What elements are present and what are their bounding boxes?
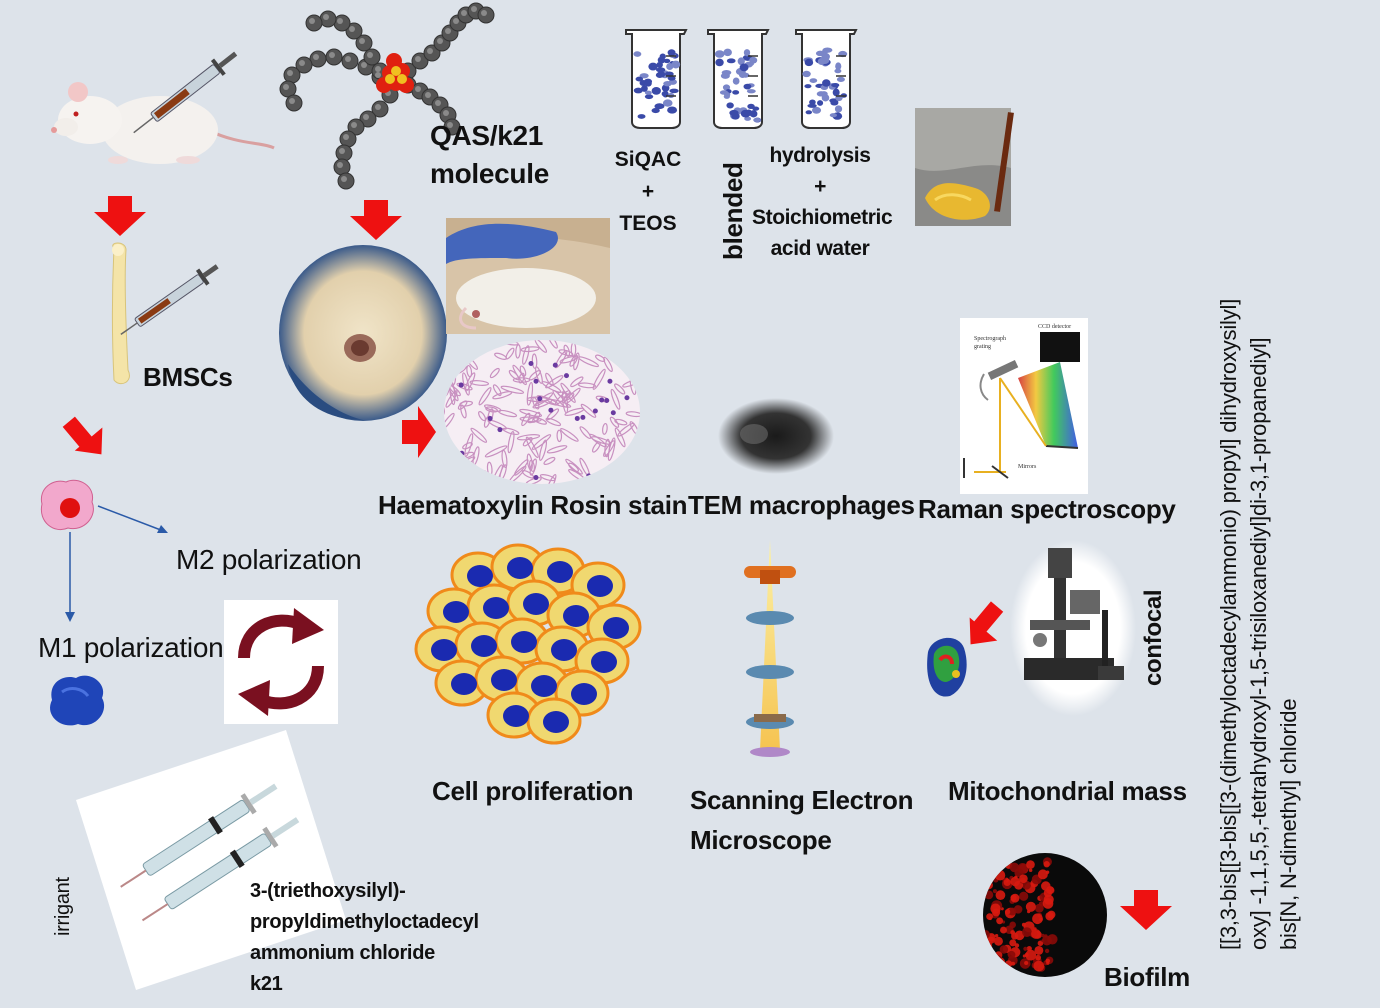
blue-arrow-m2 — [97, 505, 168, 533]
beaker-1-line-2: + — [641, 180, 655, 203]
raman-mirrors-label: Mirrors — [1018, 464, 1037, 470]
chem-line-3: bis[N, N-dimethyl] chloride — [1276, 698, 1301, 950]
mouse-illustration — [51, 51, 275, 164]
beaker-3 — [795, 29, 858, 129]
mitochondria-3d — [927, 637, 967, 697]
biofilm-label: Biofilm — [1104, 962, 1191, 992]
irrigant-label: irrigant — [52, 877, 74, 936]
tem-image — [718, 398, 834, 474]
down-arrow — [350, 200, 402, 240]
k21-line-3: ammonium chloride — [250, 942, 435, 964]
beaker-1-line-1: SiQAC — [614, 148, 682, 171]
diagonal-arrow — [62, 416, 103, 455]
sem-column-diagram — [744, 540, 796, 757]
cell-proliferation-image — [414, 543, 642, 745]
down-arrow — [94, 196, 146, 236]
sem-line-1: Scanning Electron — [690, 785, 914, 815]
bmsc-label: BMSCs — [143, 362, 233, 392]
m1-label: M1 polarization — [38, 632, 224, 663]
macrophage-cell — [40, 479, 94, 530]
raman-grating-label-2: grating — [974, 344, 991, 350]
raman-diagram: Spectrograph grating CCD detector Mirror… — [960, 318, 1088, 494]
rat-glove-photo — [446, 218, 610, 334]
blue-arrow-m1 — [65, 532, 75, 622]
bone-syringe — [112, 242, 219, 385]
k21-line-2: propyldimethyloctadecyl — [250, 911, 479, 933]
confocal-microscope — [1010, 540, 1136, 716]
cycle-icon — [224, 600, 338, 724]
k21-line-4: k21 — [250, 973, 283, 995]
down-arrow — [1120, 890, 1172, 930]
chem-line-2: oxy] -1,1,5,5,-tetrahydroxyl-1,5-trisilo… — [1246, 337, 1271, 950]
mito-label: Mitochondrial mass — [948, 776, 1187, 806]
right-arrow — [402, 406, 436, 458]
irrigant-syringes — [76, 730, 346, 990]
k21-line-1: 3-(triethoxysilyl)- — [250, 880, 406, 902]
beaker-3-line-2: + — [814, 175, 826, 198]
qas-molecule — [279, 2, 495, 190]
m1-cell — [50, 675, 105, 726]
molecule-line-2: molecule — [430, 158, 549, 189]
beaker-3-line-4: acid water — [770, 237, 870, 260]
beaker-3-line-3: Stoichiometric — [752, 206, 893, 229]
sem-line-2: Microscope — [690, 825, 832, 855]
m2-label: M2 polarization — [176, 544, 362, 575]
raman-label: Raman spectroscopy — [918, 494, 1176, 524]
molecule-line-1: QAS/k21 — [430, 120, 544, 151]
raman-grating-label-1: Spectrograph — [974, 336, 1006, 342]
confocal-label: confocal — [1140, 589, 1167, 686]
chem-line-1: [[3,3-bis[[3-bis[[3-(dimethyloctadecylam… — [1216, 298, 1241, 950]
tem-label: TEM macrophages — [688, 490, 915, 520]
diagonal-arrow — [969, 601, 1004, 645]
beaker-2 — [707, 29, 770, 129]
rat-wound-photo — [279, 245, 447, 421]
beaker-1 — [625, 29, 688, 129]
beaker-1-line-3: TEOS — [619, 212, 677, 235]
material-photo — [915, 108, 1014, 226]
raman-ccd-label: CCD detector — [1038, 324, 1071, 330]
beaker-1-label: SiQAC + TEOS — [612, 144, 684, 240]
beaker-3-line-1: hydrolysis — [769, 144, 871, 167]
k21-label: 3-(triethoxysilyl)- propyldimethyloctade… — [250, 876, 479, 1000]
biofilm-image — [983, 853, 1107, 977]
chemical-name: [[3,3-bis[[3-bis[[3-(dimethyloctadecylam… — [1214, 299, 1304, 950]
beaker-3-label: hydrolysis + Stoichiometric acid water — [752, 140, 893, 264]
blended-label: blended — [718, 162, 748, 260]
he-stain-image — [444, 340, 640, 484]
he-label: Haematoxylin Rosin stain — [378, 490, 688, 520]
cell-label: Cell proliferation — [432, 776, 634, 806]
molecule-label: QAS/k21 molecule — [430, 117, 549, 193]
sem-label: Scanning Electron Microscope — [690, 780, 913, 860]
